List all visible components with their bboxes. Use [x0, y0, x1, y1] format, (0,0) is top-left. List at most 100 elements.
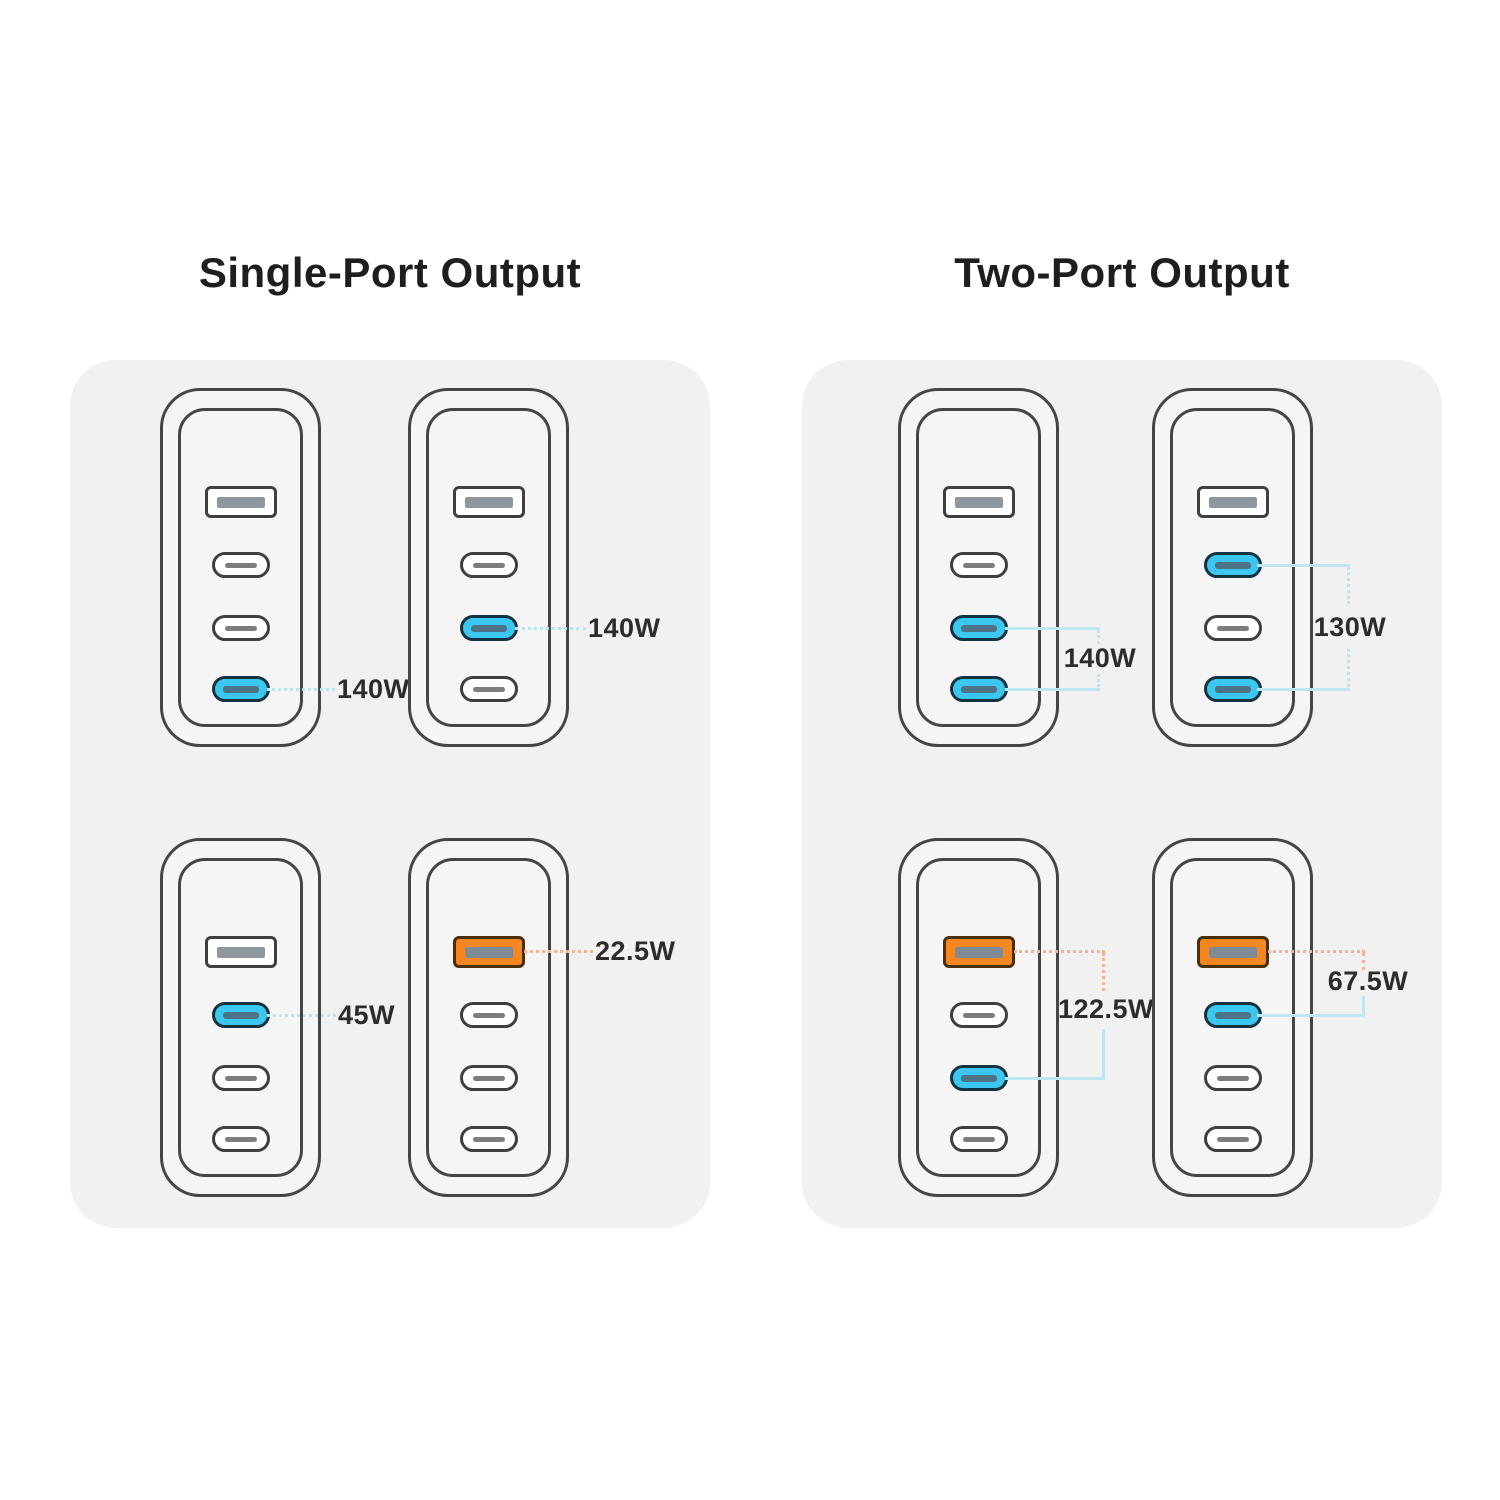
charger-body	[1152, 388, 1313, 747]
connector-stub-orange	[1102, 953, 1105, 991]
usb-c-port-active	[211, 1002, 270, 1028]
charger-diagram: 67.5W	[1152, 838, 1408, 1197]
wattage-label: 140W	[1063, 643, 1137, 673]
usb-c-port	[949, 1002, 1008, 1028]
charger-body	[408, 388, 569, 747]
usb-c-port-active	[211, 676, 270, 702]
charger-faceplate	[426, 408, 551, 727]
connector-line-orange	[524, 950, 593, 953]
usb-c-tongue	[470, 624, 507, 632]
charger-body	[898, 388, 1059, 747]
usb-a-port-active	[942, 936, 1015, 968]
usb-c-port	[1203, 615, 1262, 641]
usb-c-port-active	[949, 676, 1008, 702]
usb-c-tongue	[472, 1136, 505, 1142]
usb-c-port	[949, 1126, 1008, 1152]
usb-a-port	[1196, 486, 1269, 518]
usb-c-tongue	[472, 686, 505, 692]
wattage-label: 45W	[338, 1000, 396, 1030]
usb-a-tongue	[464, 496, 513, 508]
usb-c-tongue	[472, 562, 505, 568]
usb-c-tongue	[962, 562, 995, 568]
charger-faceplate	[916, 408, 1041, 727]
usb-c-tongue	[224, 1136, 257, 1142]
connector-line-orange	[1268, 950, 1365, 953]
usb-c-tongue	[222, 1011, 259, 1019]
wattage-label: 140W	[588, 613, 661, 643]
connector-line-blue	[515, 627, 586, 630]
wattage-label: 122.5W	[1057, 994, 1155, 1024]
usb-c-tongue	[224, 562, 257, 568]
usb-a-tongue	[954, 496, 1003, 508]
connector-stub-blue	[1102, 1029, 1105, 1077]
usb-c-port-active	[1203, 676, 1262, 702]
usb-c-port-active	[1203, 552, 1262, 578]
connector-line-orange	[1014, 950, 1105, 953]
connector-stub-blue	[1097, 630, 1100, 644]
usb-c-port	[459, 1065, 518, 1091]
usb-c-port	[949, 552, 1008, 578]
usb-c-port-active	[1203, 1002, 1262, 1028]
usb-a-port	[204, 486, 277, 518]
usb-a-port	[452, 486, 525, 518]
usb-c-port	[459, 552, 518, 578]
charger-diagram: 22.5W	[408, 838, 675, 1197]
usb-c-tongue	[1214, 1011, 1251, 1019]
charger-faceplate	[426, 858, 551, 1177]
usb-a-tongue	[1208, 496, 1257, 508]
connector-stub-blue	[1362, 996, 1365, 1014]
section-title-two-port: Two-Port Output	[954, 249, 1290, 296]
usb-c-port	[211, 552, 270, 578]
connector-stub-blue	[1347, 649, 1350, 687]
charger-faceplate	[178, 858, 303, 1177]
usb-c-port	[459, 676, 518, 702]
usb-c-tongue	[1216, 1075, 1249, 1081]
connector-line-blue	[1005, 688, 1100, 691]
connector-stub-blue	[1097, 674, 1100, 687]
charger-body	[1152, 838, 1313, 1197]
usb-c-port	[1203, 1126, 1262, 1152]
wattage-label: 140W	[337, 674, 410, 704]
connector-stub-orange	[1362, 953, 1365, 970]
usb-c-tongue	[1214, 685, 1251, 693]
wattage-label: 130W	[1313, 612, 1387, 642]
usb-a-port	[942, 486, 1015, 518]
usb-c-port-active	[459, 615, 518, 641]
usb-c-port	[211, 1126, 270, 1152]
usb-c-port-active	[949, 1065, 1008, 1091]
connector-line-blue	[1257, 688, 1350, 691]
usb-a-tongue	[954, 946, 1003, 958]
section-title-single-port: Single-Port Output	[198, 249, 582, 296]
usb-c-tongue	[960, 624, 997, 632]
usb-a-port-active	[452, 936, 525, 968]
connector-stub-blue	[1347, 567, 1350, 604]
usb-c-tongue	[472, 1012, 505, 1018]
charger-body	[160, 388, 321, 747]
usb-c-port	[1203, 1065, 1262, 1091]
usb-c-tongue	[224, 625, 257, 631]
charger-diagram: 45W	[160, 838, 395, 1197]
usb-c-tongue	[1216, 625, 1249, 631]
charger-diagram: 140W	[160, 388, 409, 747]
usb-c-port	[459, 1002, 518, 1028]
usb-c-tongue	[960, 685, 997, 693]
single-port-panel: 140W 140W 45W	[70, 360, 710, 1228]
charger-diagram: 130W	[1152, 388, 1386, 747]
usb-a-tongue	[1208, 946, 1257, 958]
charger-faceplate	[178, 408, 303, 727]
wattage-label: 67.5W	[1327, 966, 1409, 996]
usb-a-tongue	[216, 946, 265, 958]
usb-c-port	[211, 1065, 270, 1091]
connector-line-blue	[1257, 564, 1350, 567]
charger-faceplate	[1170, 408, 1295, 727]
charger-body	[898, 838, 1059, 1197]
charger-body	[408, 838, 569, 1197]
connector-line-blue	[1257, 1014, 1365, 1017]
usb-c-tongue	[962, 1012, 995, 1018]
charger-diagram: 140W	[408, 388, 660, 747]
usb-a-tongue	[464, 946, 513, 958]
usb-c-tongue	[1214, 561, 1251, 569]
connector-line-blue	[267, 1014, 336, 1017]
charger-faceplate	[1170, 858, 1295, 1177]
charger-body	[160, 838, 321, 1197]
